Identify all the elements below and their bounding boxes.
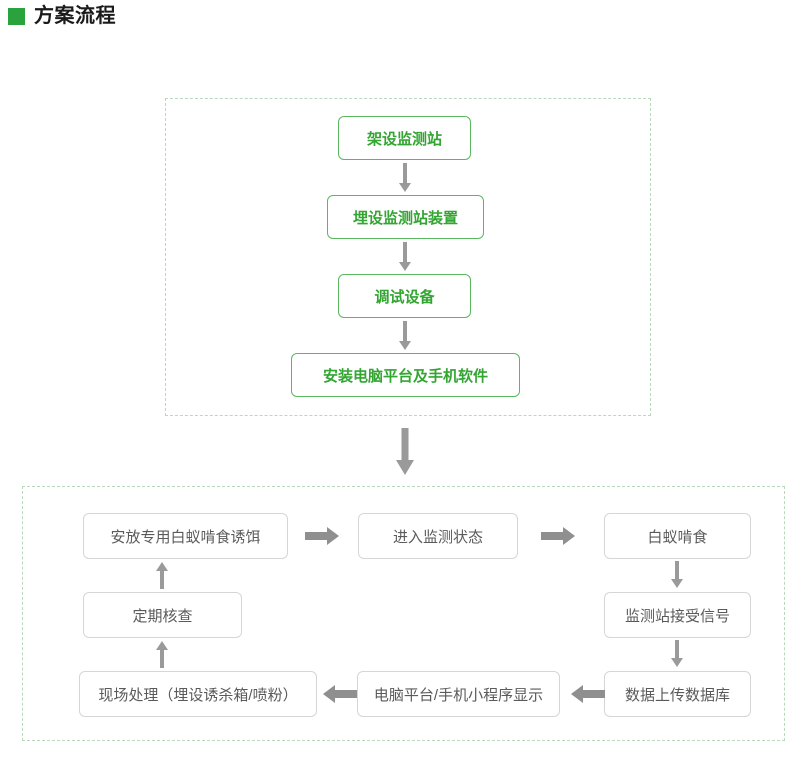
arrow-left-icon	[322, 682, 358, 706]
flow-node-bury-device[interactable]: 埋设监测站装置	[327, 195, 484, 239]
arrow-up-icon	[153, 640, 171, 668]
arrow-down-icon	[668, 640, 686, 668]
flow-node-regular-check[interactable]: 定期核查	[83, 592, 242, 638]
flow-node-station-signal[interactable]: 监测站接受信号	[604, 592, 751, 638]
flow-node-monitor-state[interactable]: 进入监测状态	[358, 513, 518, 559]
arrow-down-icon	[668, 561, 686, 589]
flow-node-place-bait[interactable]: 安放专用白蚁啃食诱饵	[83, 513, 288, 559]
arrow-left-icon	[570, 682, 606, 706]
flow-node-install-software[interactable]: 安装电脑平台及手机软件	[291, 353, 520, 397]
arrow-right-icon	[304, 524, 342, 548]
monitoring-cycle-container	[22, 486, 785, 741]
arrow-up-icon	[153, 561, 171, 589]
page-title: 方案流程	[34, 5, 116, 27]
arrow-right-icon	[540, 524, 578, 548]
flow-node-platform-display[interactable]: 电脑平台/手机小程序显示	[357, 671, 560, 717]
flow-node-onsite-handling[interactable]: 现场处理（埋设诱杀箱/喷粉）	[79, 671, 317, 717]
green-square-bullet-icon	[8, 7, 25, 25]
flow-node-upload-database[interactable]: 数据上传数据库	[604, 671, 751, 717]
arrow-down-icon	[396, 242, 414, 272]
installation-phase-container	[165, 98, 651, 416]
flow-node-debug-equipment[interactable]: 调试设备	[338, 274, 471, 318]
arrow-down-icon	[396, 163, 414, 193]
section-connector-arrow-down-icon	[393, 428, 417, 476]
flow-node-setup-station[interactable]: 架设监测站	[338, 116, 471, 160]
flow-node-termite-feed[interactable]: 白蚁啃食	[604, 513, 751, 559]
page-header: 方案流程	[8, 6, 116, 26]
arrow-down-icon	[396, 321, 414, 351]
